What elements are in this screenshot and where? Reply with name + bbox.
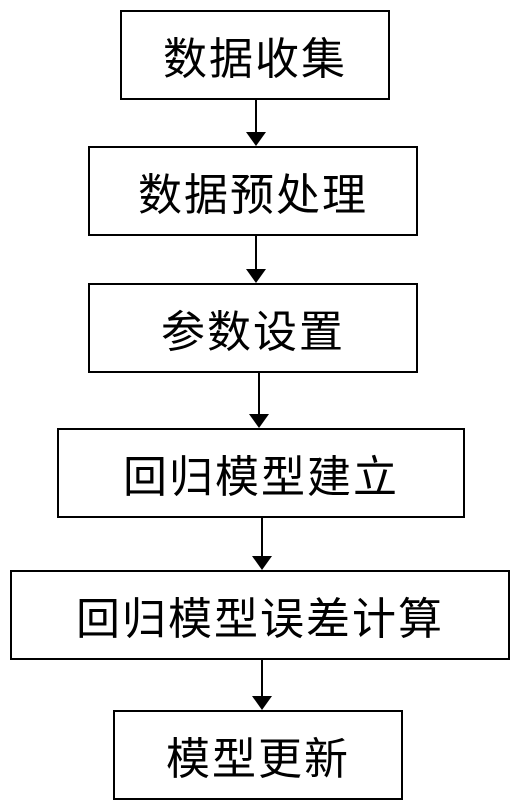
step-data-collection-box: 数据收集 (120, 10, 390, 100)
step-label: 回归模型建立 (123, 452, 399, 503)
step-model-update-box: 模型更新 (113, 710, 403, 800)
step-regression-model-building-box: 回归模型建立 (57, 428, 465, 518)
step-parameter-setting-box: 参数设置 (88, 283, 418, 373)
step-label: 数据收集 (163, 34, 347, 85)
step-regression-error-calculation-box: 回归模型误差计算 (10, 570, 510, 660)
step-label: 参数设置 (161, 307, 345, 358)
down-arrow-icon (252, 660, 272, 710)
step-label: 数据预处理 (138, 170, 368, 221)
down-arrow-icon (246, 236, 266, 283)
step-data-preprocessing-box: 数据预处理 (88, 146, 418, 236)
step-label: 回归模型误差计算 (76, 594, 444, 645)
down-arrow-icon (252, 518, 272, 570)
down-arrow-icon (246, 100, 266, 146)
down-arrow-icon (249, 373, 269, 428)
step-label: 模型更新 (166, 734, 350, 785)
